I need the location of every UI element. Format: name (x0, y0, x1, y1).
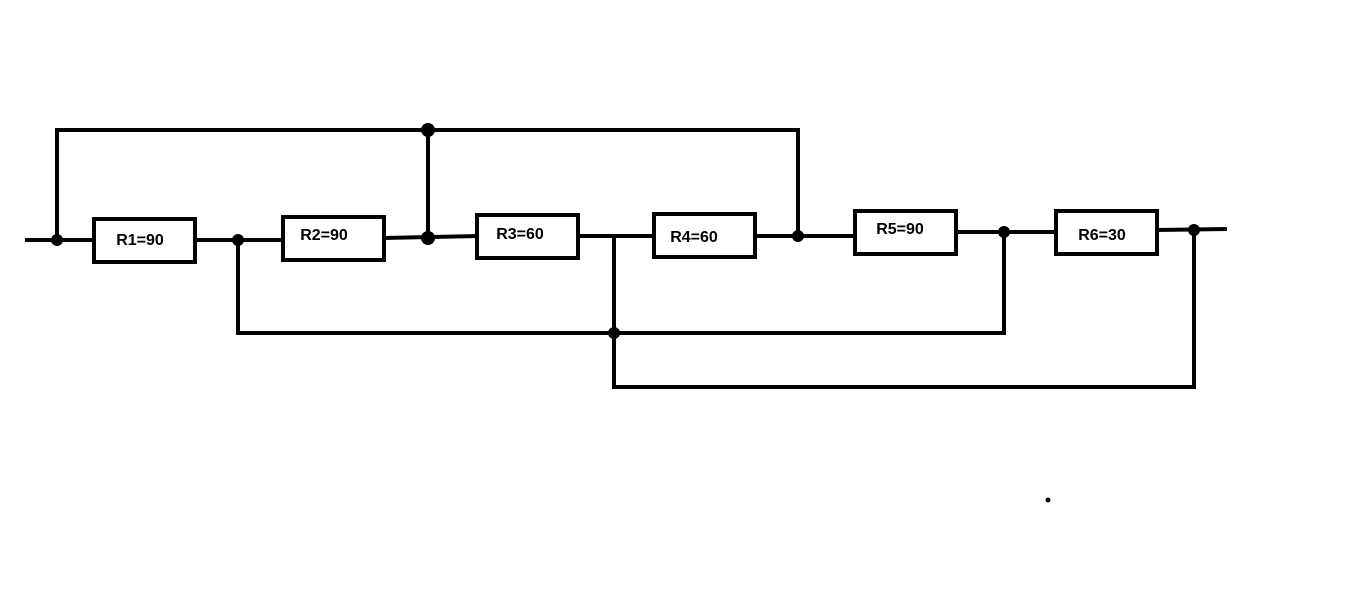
resistor-r1: R1=90 (92, 217, 197, 264)
resistor-r6-box (1054, 209, 1159, 256)
resistor-r1-label: R1=90 (116, 232, 164, 249)
main-line (25, 226, 1228, 242)
resistor-r3-box (475, 213, 580, 260)
resistor-r6: R6=30 (1054, 209, 1159, 256)
node-top-center (421, 123, 435, 137)
resistor-r4-label: R4=60 (670, 229, 718, 246)
resistor-r5-box (853, 209, 958, 256)
node-r4-r5 (792, 230, 804, 242)
wire-lower-loop-2 (612, 228, 1196, 389)
junction-nodes (51, 123, 1200, 503)
node-input (51, 234, 63, 246)
node-output (1188, 224, 1200, 236)
resistor-r3-label: R3=60 (496, 226, 544, 243)
resistor-r4: R4=60 (652, 212, 757, 259)
lower-loop-2 (612, 228, 1196, 389)
lower-loop-1 (236, 230, 1006, 335)
resistor-r2-label: R2=90 (300, 227, 348, 244)
node-bottom-cross (608, 327, 620, 339)
resistor-r6-label: R6=30 (1078, 227, 1126, 244)
resistor-r5-label: R5=90 (876, 221, 924, 238)
resistor-r4-box (652, 212, 757, 259)
node-r1-r2 (232, 234, 244, 246)
wire-lower-loop-1 (236, 230, 1006, 335)
resistor-r5: R5=90 (853, 209, 958, 256)
node-r2-r3 (421, 231, 435, 245)
resistor-r3: R3=60 (475, 213, 580, 260)
node-r5-r6 (998, 226, 1010, 238)
resistor-r2-box (281, 215, 386, 262)
resistor-r2: R2=90 (281, 215, 386, 262)
stray-dot (1045, 497, 1051, 503)
resistor-r1-box (92, 217, 197, 264)
